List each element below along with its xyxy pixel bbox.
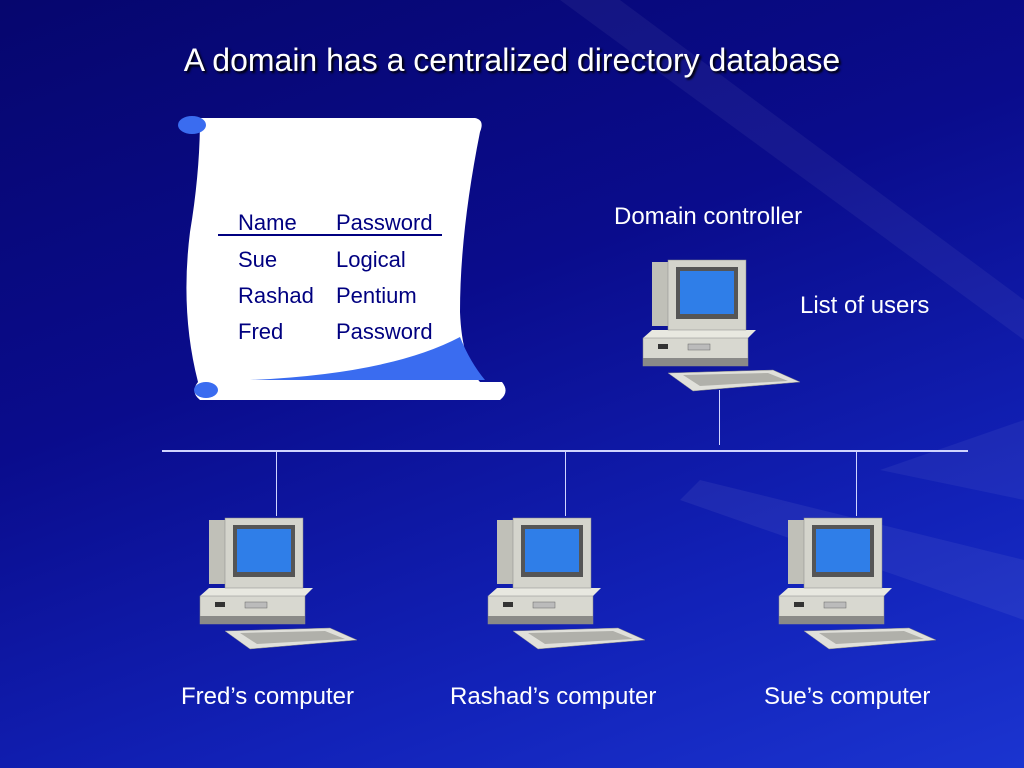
- column-header-password: Password: [336, 210, 433, 235]
- client-connector-line: [276, 450, 277, 516]
- sue-computer-label: Sue’s computer: [764, 683, 931, 710]
- column-header-name: Name: [238, 210, 297, 235]
- rashad-computer-icon: [483, 516, 648, 651]
- fred-computer-icon: [195, 516, 360, 651]
- sue-computer-icon: [774, 516, 939, 651]
- user-name: Sue: [238, 247, 278, 272]
- rashad-computer-label: Rashad’s computer: [450, 683, 657, 710]
- client-connector-line: [565, 450, 566, 516]
- controller-connector-line: [719, 390, 720, 445]
- domain-controller-computer-icon: [638, 258, 803, 393]
- user-password: Logical: [336, 247, 406, 272]
- user-password: Pentium: [336, 283, 417, 308]
- list-of-users-label: List of users: [800, 292, 930, 319]
- scroll-document: [178, 116, 506, 400]
- fred-computer-label: Fred’s computer: [181, 683, 354, 710]
- domain-controller-label: Domain controller: [614, 203, 803, 230]
- user-name: Rashad: [238, 283, 314, 308]
- user-password: Password: [336, 319, 433, 344]
- client-connector-line: [856, 450, 857, 516]
- user-name: Fred: [238, 319, 284, 344]
- slide-title: A domain has a centralized directory dat…: [183, 42, 841, 78]
